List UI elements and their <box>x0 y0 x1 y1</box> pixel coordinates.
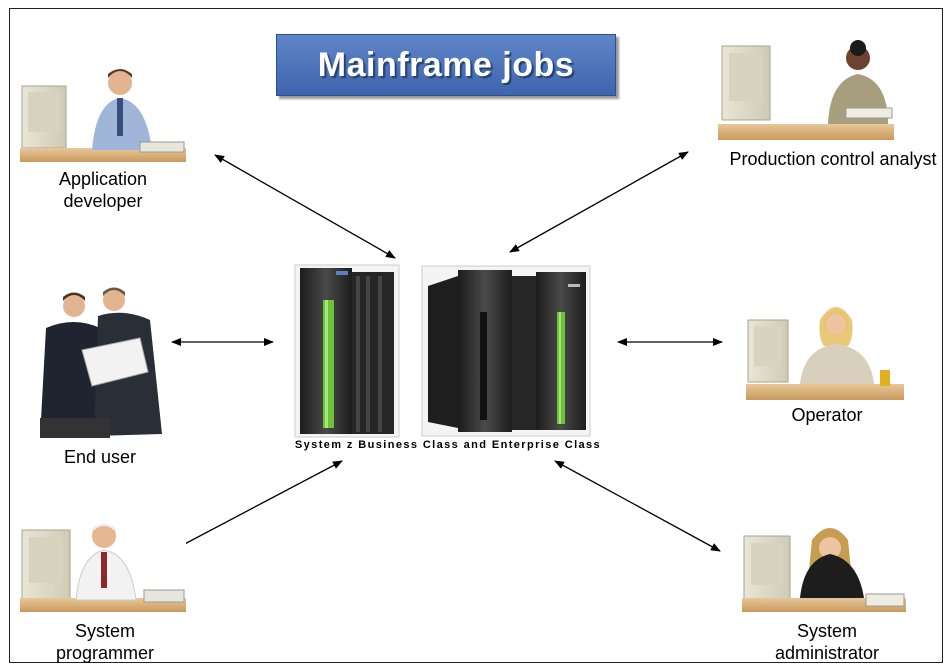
role-label-line: Application <box>58 169 148 189</box>
diagram-frame <box>9 8 943 663</box>
role-label-system-programmer: System programmer <box>40 620 170 664</box>
role-label-line: administrator <box>774 643 880 663</box>
operator-illustration <box>746 307 904 400</box>
role-label-end-user: End user <box>40 446 160 468</box>
mainframe-ec-illustration <box>421 265 591 437</box>
application-developer-illustration <box>20 69 186 162</box>
connector-arrows <box>159 151 723 558</box>
diagram-title: Mainframe jobs <box>276 34 616 96</box>
system-administrator-illustration <box>742 528 906 612</box>
role-label-line: developer <box>63 191 143 211</box>
role-label-system-administrator: System administrator <box>762 620 892 664</box>
role-label-line: System <box>796 621 857 641</box>
role-label-line: Operator <box>791 405 863 425</box>
arrow-system-programmer <box>159 460 343 558</box>
production-control-analyst-illustration <box>718 40 894 140</box>
role-label-application-developer: Application developer <box>40 168 166 212</box>
mainframe-caption: System z Business Class and Enterprise C… <box>294 439 602 451</box>
role-label-line: programmer <box>55 643 155 663</box>
role-label-line: Production control analyst <box>729 149 937 169</box>
role-label-production-control-analyst: Production control analyst <box>718 148 945 170</box>
arrow-app-developer <box>214 154 396 259</box>
system-programmer-illustration <box>20 520 186 612</box>
role-label-line: System <box>74 621 135 641</box>
arrow-system-administrator <box>554 460 721 552</box>
role-label-line: End user <box>63 447 137 467</box>
end-user-illustration <box>36 287 168 438</box>
arrow-production-control <box>509 151 689 253</box>
mainframe-bc-illustration <box>294 264 400 438</box>
role-label-operator: Operator <box>762 404 892 426</box>
